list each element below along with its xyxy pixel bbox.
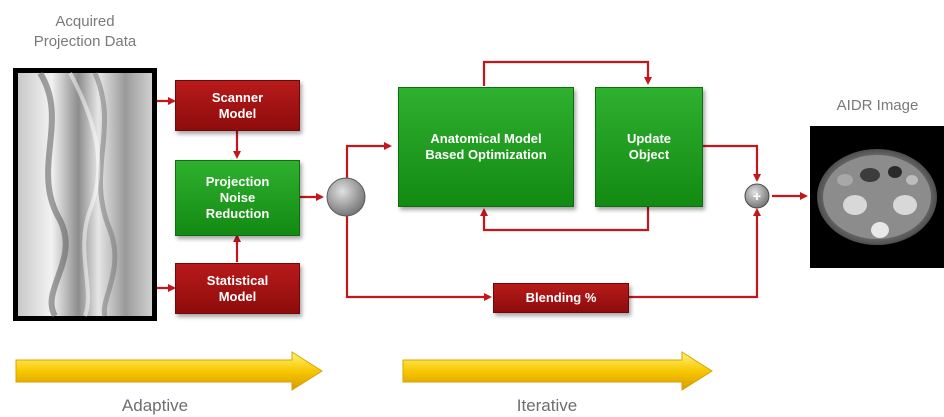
arrow-junction-to-anatomical <box>345 142 392 178</box>
aidr-output-image <box>810 126 944 268</box>
scanner-model-box: Scanner Model <box>175 80 300 131</box>
projection-data-image <box>13 68 157 321</box>
blending-box: Blending % <box>493 283 629 313</box>
junction-node <box>326 177 366 217</box>
aidr-image-title: AIDR Image <box>836 97 919 114</box>
connectors <box>157 60 808 301</box>
arrow-update-to-anatomical <box>480 206 650 232</box>
projection-noise-reduction-box: Projection Noise Reduction <box>175 160 300 236</box>
anatomical-model-box: Anatomical Model Based Optimization <box>398 87 574 207</box>
iterative-stage-arrow <box>402 351 713 391</box>
iterative-label: Iterative <box>516 396 578 415</box>
sum-node <box>744 183 770 209</box>
arrow-junction-to-blending <box>345 216 492 301</box>
statistical-model-box: Statistical Model <box>175 263 300 314</box>
update-object-box: Update Object <box>595 87 703 207</box>
arrow-update-to-sum <box>702 144 761 182</box>
adaptive-label: Adaptive <box>121 396 189 415</box>
sum-symbol: + <box>752 188 762 204</box>
arrow-blending-to-sum <box>628 208 761 299</box>
adaptive-stage-arrow <box>15 351 323 391</box>
projection-data-title: Acquired Projection Data <box>33 13 137 50</box>
arrow-anatomical-to-update <box>482 60 652 86</box>
